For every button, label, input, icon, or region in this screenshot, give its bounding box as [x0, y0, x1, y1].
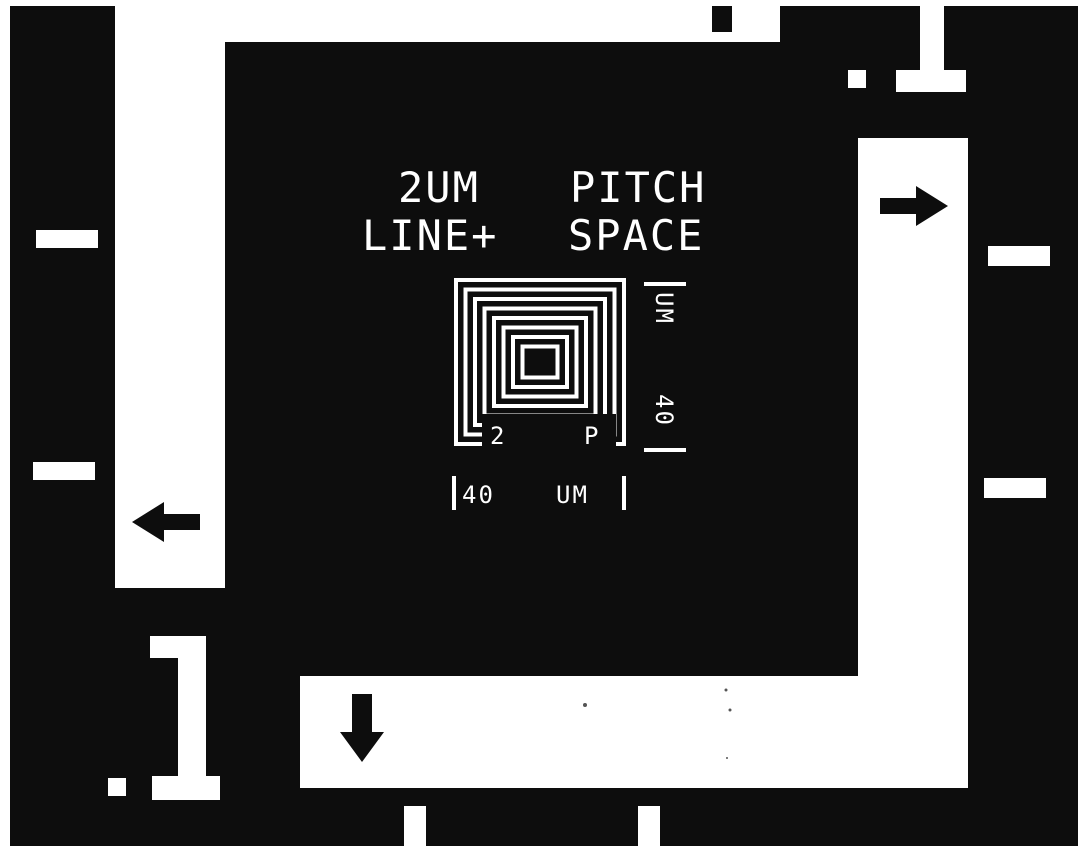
i-mark-bottom-left — [150, 636, 220, 800]
title-line2-left: LINE+ — [362, 211, 498, 260]
dim-vertical-value: 40 — [650, 394, 678, 427]
dimension-vertical: UM 40 — [644, 282, 686, 452]
tick-right-1 — [988, 246, 1050, 266]
pattern-label-left: 2 — [490, 422, 506, 450]
dot-bottom-left — [108, 778, 126, 796]
dim-horizontal-unit: UM — [556, 481, 589, 509]
frame-left-bar — [115, 6, 225, 588]
pattern-ring — [520, 344, 560, 380]
alignment-frame — [115, 6, 968, 788]
arrow-left-icon — [132, 502, 200, 542]
pattern-ring — [492, 316, 588, 408]
dim-vertical-unit: UM — [650, 292, 678, 325]
dim-v-top-bar — [644, 282, 686, 286]
dot-top-right — [848, 70, 866, 88]
i-mark-top-right — [896, 6, 966, 92]
pattern-label-right: P — [584, 422, 600, 450]
tick-marks — [33, 70, 1050, 846]
tick-top — [712, 6, 732, 32]
dim-horizontal-value: 40 — [462, 481, 495, 509]
dim-v-bottom-bar — [644, 448, 686, 452]
tick-left-2 — [33, 462, 95, 480]
pattern-ring — [501, 325, 579, 399]
frame-top-bar — [125, 6, 780, 42]
tick-bottom-1 — [404, 806, 426, 846]
pattern-label-backdrop — [482, 414, 616, 450]
arrow-down-icon — [340, 694, 384, 762]
arrow-right-icon — [880, 186, 948, 226]
tick-right-2 — [984, 478, 1046, 498]
title-line1-left: 2UM — [398, 163, 480, 212]
dim-h-left-bar — [452, 476, 456, 510]
tick-bottom-2 — [638, 806, 660, 846]
dimension-horizontal: 40 UM — [452, 476, 626, 510]
dust-specks — [583, 688, 732, 759]
pattern-core — [532, 354, 548, 370]
pattern-ring — [511, 335, 569, 389]
title-line2-right: SPACE — [568, 211, 704, 260]
title-line1-right: PITCH — [570, 163, 706, 212]
tick-left-1 — [36, 230, 98, 248]
dim-h-right-bar — [622, 476, 626, 510]
frame-bottom-bar — [300, 676, 968, 788]
